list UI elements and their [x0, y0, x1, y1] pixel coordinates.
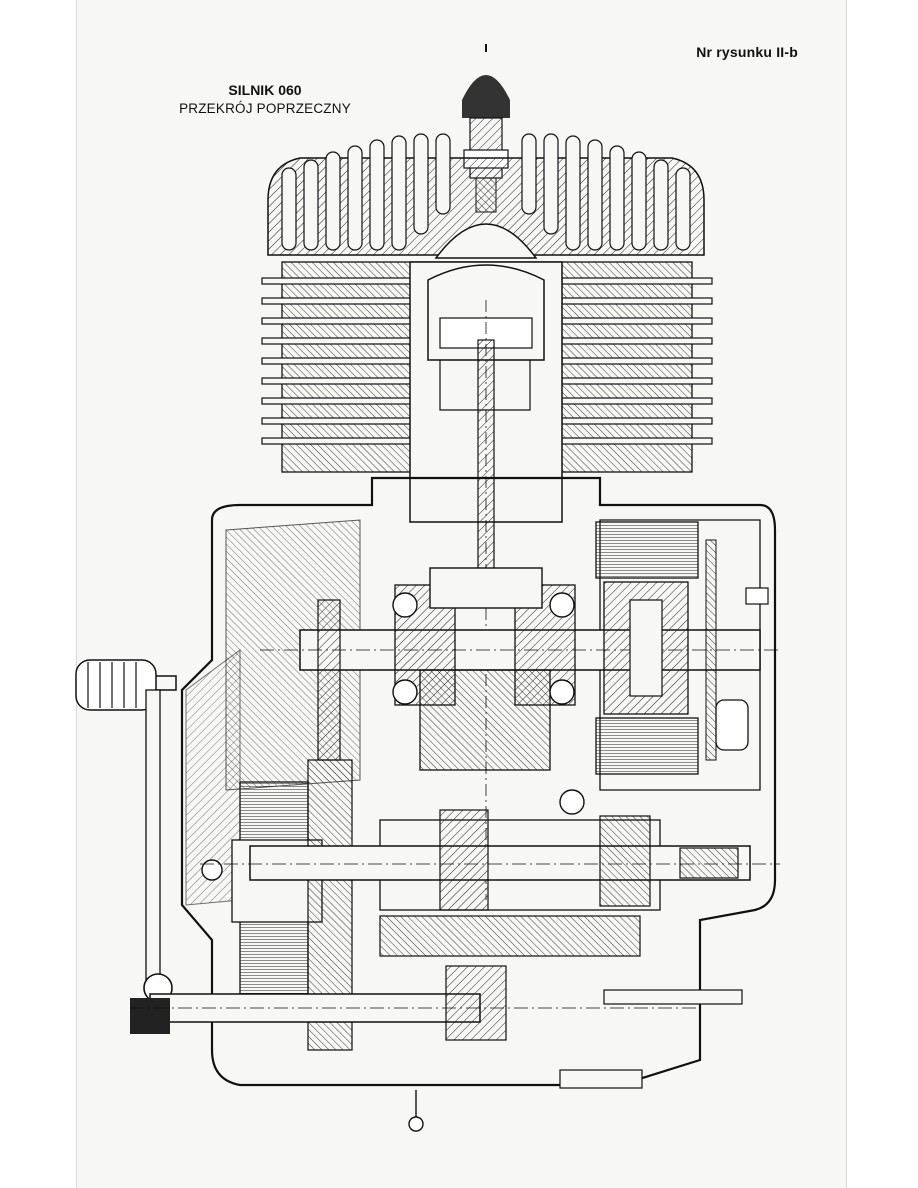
generator [595, 521, 769, 775]
diagram-title: SILNIK 060 [228, 82, 302, 98]
kick-start-lever [75, 659, 177, 1003]
drawing-number: Nr rysunku II-b [696, 44, 798, 60]
connecting-rod [477, 300, 495, 900]
title-block: SILNIK 060 PRZEKRÓJ POPRZECZNY [150, 82, 380, 116]
drain-plug [408, 1090, 424, 1132]
gearbox [130, 789, 780, 1089]
crankshaft [260, 567, 780, 771]
diagram-subtitle: PRZEKRÓJ POPRZECZNY [179, 101, 351, 116]
piston [427, 264, 545, 411]
cylinder-head [267, 133, 705, 259]
